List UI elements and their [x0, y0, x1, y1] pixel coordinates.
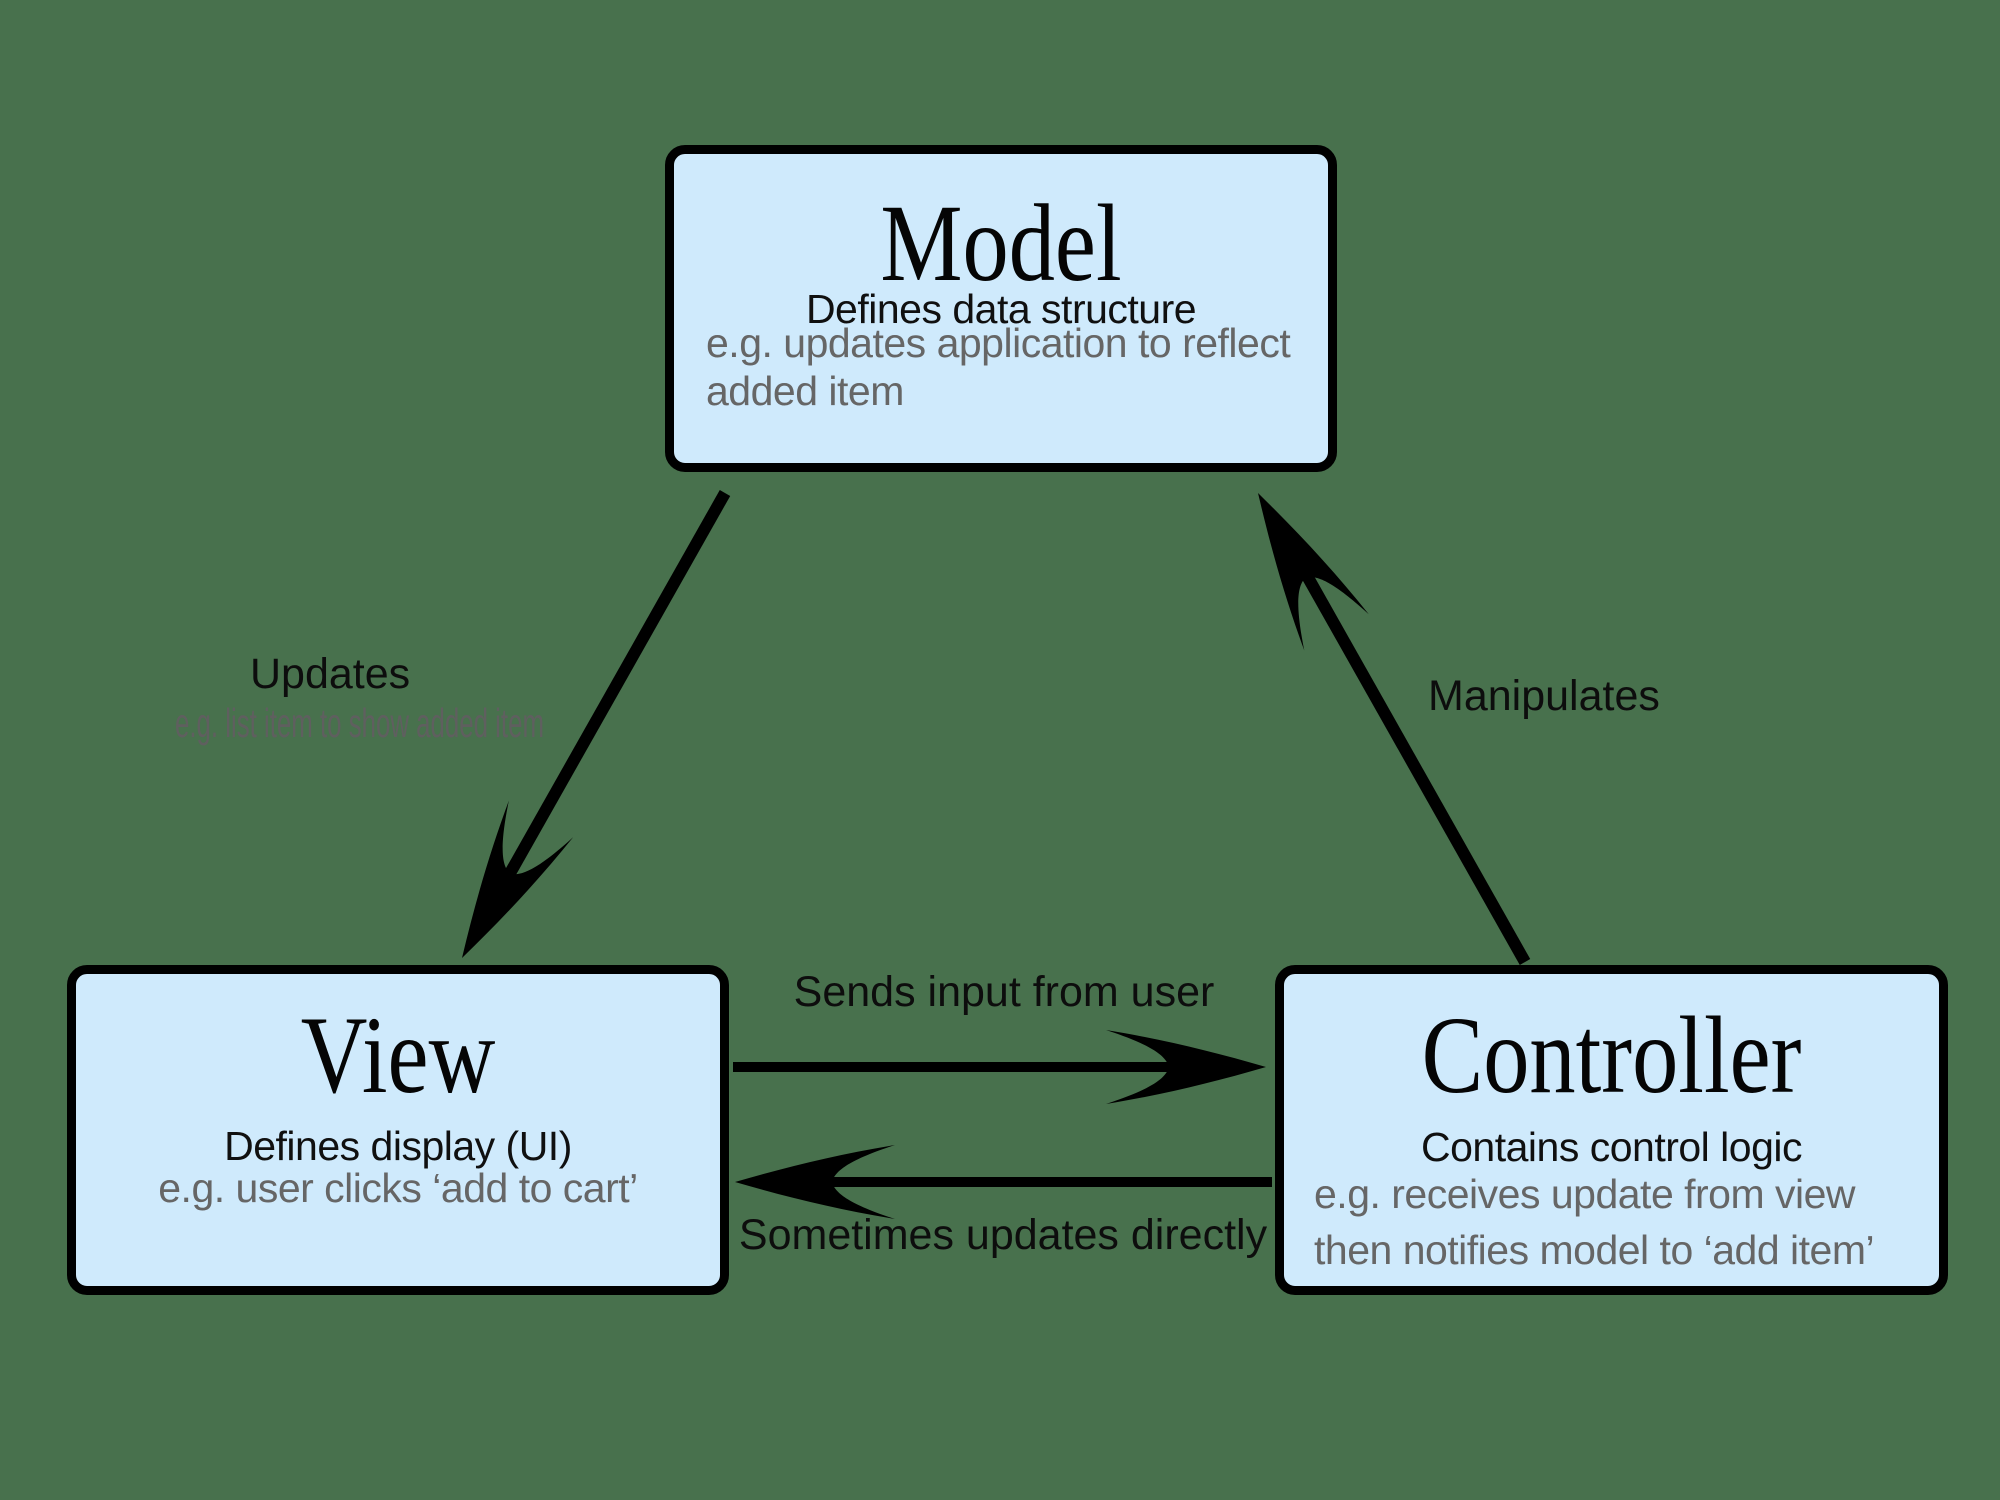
model-box-subtitle: Defines data structure	[805, 286, 1197, 332]
view-box: View Defines display (UI) e.g. user clic…	[67, 965, 729, 1295]
model-box-example: e.g. updates application to reflect adde…	[706, 319, 1312, 415]
example-line: added item	[706, 368, 904, 414]
sometimes-updates-arrow-label: Sometimes updates directly	[738, 1211, 1268, 1259]
sends-input-arrow-label: Sends input from user	[793, 968, 1215, 1016]
view-box-subtitle: Defines display (UI)	[224, 1123, 572, 1169]
model-box-title: Model	[880, 182, 1122, 304]
controller-box: Controller Contains control logic e.g. r…	[1275, 965, 1948, 1295]
view-box-title: View	[300, 994, 496, 1116]
example-line: e.g. user clicks ‘add to cart’	[158, 1165, 638, 1211]
model-box: Model Defines data structure e.g. update…	[665, 145, 1337, 472]
arrow-controller-to-model	[1225, 474, 1531, 965]
controller-box-example: e.g. receives update from view then noti…	[1314, 1166, 1929, 1278]
controller-box-subtitle: Contains control logic	[1421, 1124, 1802, 1170]
updates-arrow-example-label: e.g. list item to show added item	[175, 700, 544, 746]
example-line: e.g. updates application to reflect	[706, 320, 1291, 366]
controller-box-title: Controller	[1421, 994, 1802, 1116]
arrow-controller-to-view	[735, 1145, 1272, 1219]
arrow-model-to-view	[429, 490, 731, 977]
view-box-example: e.g. user clicks ‘add to cart’	[76, 1164, 720, 1212]
manipulates-arrow-label: Manipulates	[1428, 672, 1660, 720]
arrow-view-to-controller	[733, 1030, 1266, 1104]
example-line: e.g. receives update from view	[1314, 1171, 1856, 1217]
updates-arrow-label: Updates	[250, 650, 411, 698]
example-line: then notifies model to ‘add item’	[1314, 1227, 1875, 1273]
